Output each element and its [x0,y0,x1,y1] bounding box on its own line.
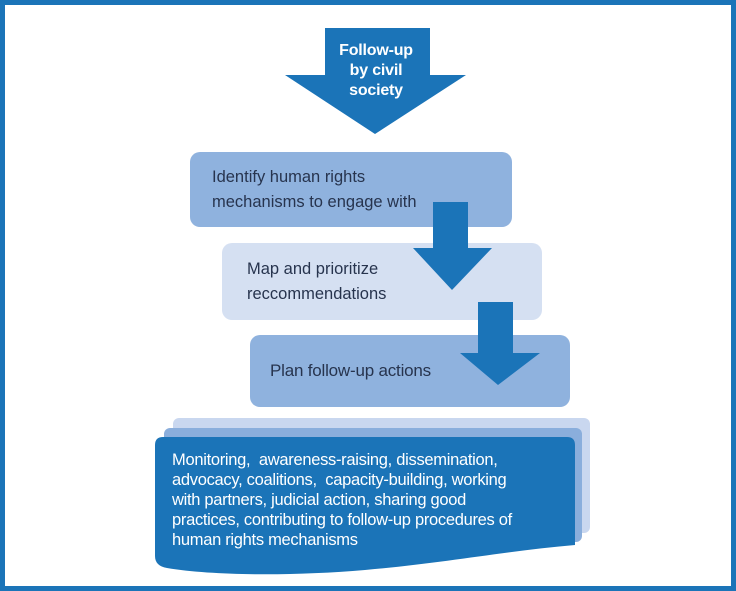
outcome-wave-box [155,437,575,575]
title-down-arrow-icon [285,28,466,134]
outcome-text: Monitoring, awareness-raising, dissemina… [172,451,512,549]
connector-down-arrow-2-icon [460,302,540,385]
step-box-identify-mechanisms: Identify human rights mechanisms to enga… [190,152,512,227]
step-3-label: Plan follow-up actions [270,361,431,380]
step-box-map-prioritize: Map and prioritize reccommendations [222,243,542,320]
step-box-plan-actions: Plan follow-up actions [250,335,570,407]
step-1-label: Identify human rights mechanisms to enga… [212,167,417,211]
connector-down-arrow-1-icon [413,202,492,290]
step-2-label: Map and prioritize reccommendations [247,259,387,303]
title-arrow-label: Follow-up by civil society [339,42,413,99]
